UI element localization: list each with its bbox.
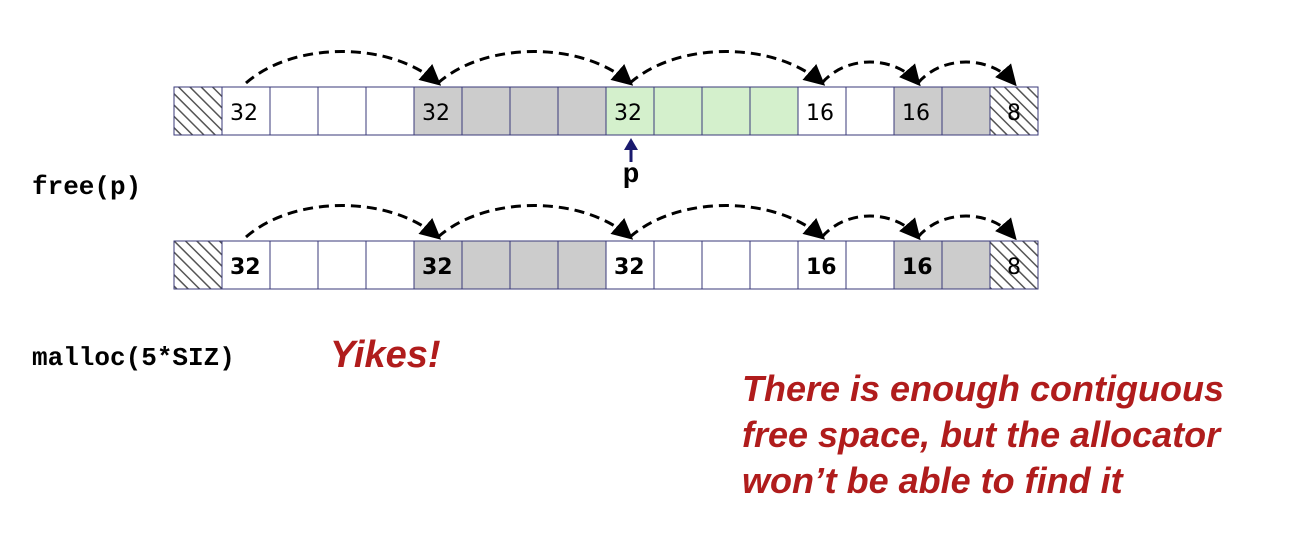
heap-word (509, 240, 559, 290)
block-size-label: 32 (614, 255, 645, 280)
malloc-call-label: malloc(5*SIZ) (32, 343, 235, 373)
heap-row-2: 32 32 32 16 16 8 (173, 204, 1039, 290)
prologue-padding (173, 240, 223, 290)
heap-word (365, 240, 415, 290)
block-size-label: 32 (230, 255, 261, 280)
next-block-arrow (245, 204, 442, 240)
heap-word (845, 86, 895, 136)
block-size-label: 32 (230, 101, 258, 126)
heap-word (557, 86, 607, 136)
heap-word (269, 240, 319, 290)
heap-row-1: 32 32 32 16 16 8 (173, 50, 1039, 136)
pointer-p: p (623, 138, 640, 191)
heap-word (413, 240, 463, 290)
next-block-arrow (629, 50, 826, 86)
heap-word (269, 86, 319, 136)
heap-word (941, 86, 991, 136)
next-block-arrow (245, 50, 442, 86)
free-call-label: free(p) (32, 172, 142, 202)
prologue-padding (173, 86, 223, 136)
heap-word (605, 86, 655, 136)
block-size-label: 32 (614, 101, 642, 126)
epilogue-size-label: 8 (1007, 101, 1021, 126)
heap-word (509, 86, 559, 136)
epilogue-size-label: 8 (1007, 255, 1021, 280)
note-line-3: won’t be able to find it (742, 460, 1123, 501)
block-size-label: 16 (902, 255, 933, 280)
heap-word (701, 240, 751, 290)
block-size-label: 16 (806, 101, 834, 126)
next-block-arrow (820, 60, 921, 87)
next-block-arrow (437, 50, 634, 86)
heap-word (749, 86, 799, 136)
heap-word (941, 240, 991, 290)
heap-word (317, 86, 367, 136)
epilogue-block (989, 240, 1039, 290)
heap-word (605, 240, 655, 290)
note-line-2: free space, but the allocator (742, 414, 1221, 455)
next-block-arrow (916, 60, 1017, 87)
heap-word (893, 240, 943, 290)
heap-word (317, 240, 367, 290)
pointer-label: p (623, 160, 640, 191)
note-line-1: There is enough contiguous (742, 368, 1225, 409)
yikes-label: Yikes! (330, 334, 441, 376)
block-size-label: 16 (806, 255, 837, 280)
next-block-arrow (629, 204, 826, 240)
next-block-arrow (820, 214, 921, 241)
heap-rows: 32 32 32 16 16 8 32 32 32 16 16 8 (173, 50, 1039, 290)
next-block-arrow (916, 214, 1017, 241)
epilogue-block (989, 86, 1039, 136)
heap-word (653, 240, 703, 290)
heap-word (845, 240, 895, 290)
heap-word (797, 240, 847, 290)
heap-word (461, 240, 511, 290)
heap-word (221, 86, 271, 136)
block-size-label: 32 (422, 255, 453, 280)
heap-word (461, 86, 511, 136)
heap-word (653, 86, 703, 136)
heap-word (701, 86, 751, 136)
block-size-label: 16 (902, 101, 930, 126)
heap-word (221, 240, 271, 290)
pointer-arrow-head (624, 138, 638, 150)
next-block-arrow (437, 204, 634, 240)
heap-word (365, 86, 415, 136)
heap-word (413, 86, 463, 136)
block-size-label: 32 (422, 101, 450, 126)
fragmentation-note: There is enough contiguous free space, b… (742, 366, 1224, 504)
heap-word (893, 86, 943, 136)
heap-word (749, 240, 799, 290)
heap-word (557, 240, 607, 290)
